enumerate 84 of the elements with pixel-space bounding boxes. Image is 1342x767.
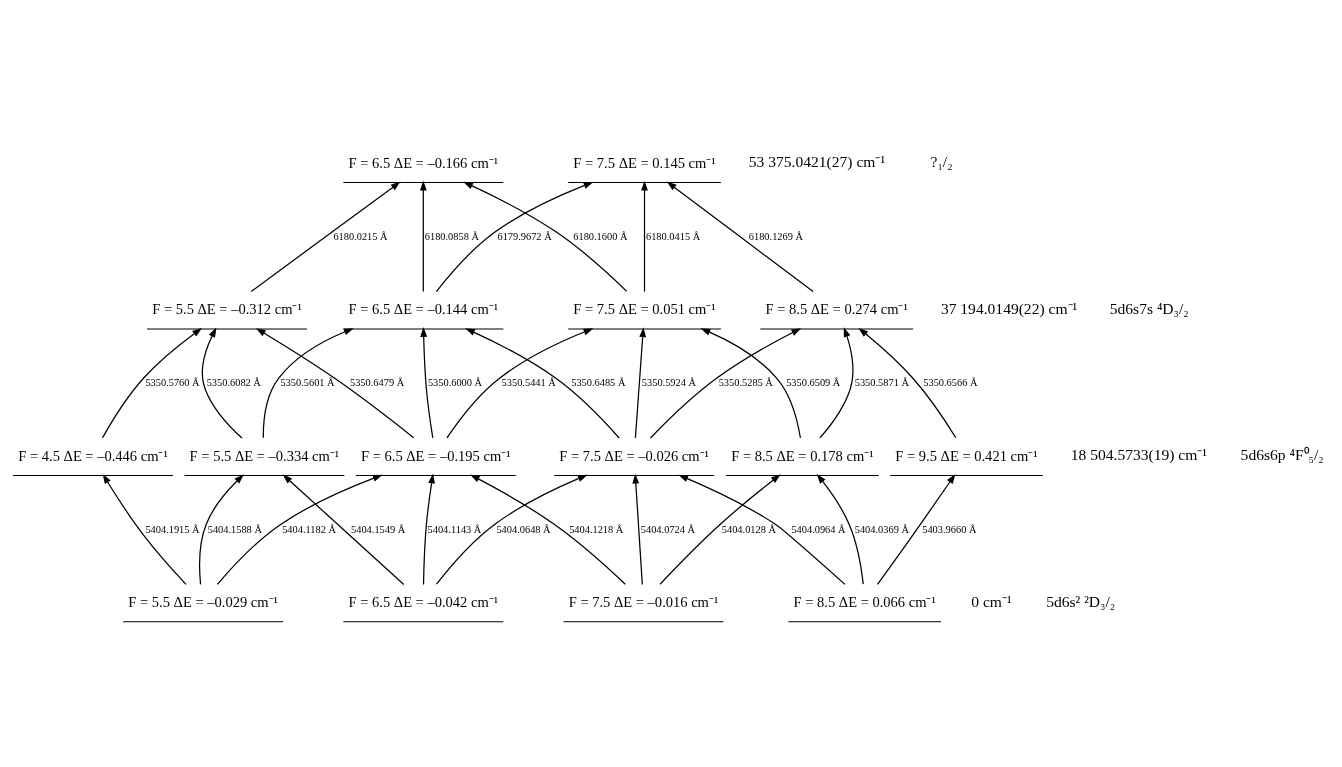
- edge-label: 6179.9672 Å: [497, 230, 552, 242]
- edge-label: 5350.6082 Å: [206, 377, 261, 389]
- arrow: [659, 474, 781, 585]
- node-text: F = 7.5 ΔE = 0.145 cm⁻¹: [573, 154, 716, 171]
- edge-label: 5404.1182 Å: [282, 523, 336, 535]
- arrow: [101, 328, 203, 439]
- arrow: [876, 473, 956, 586]
- arrow: [435, 474, 588, 585]
- node-text: F = 8.5 ΔE = 0.274 cm⁻¹: [765, 301, 908, 318]
- edge-label: 5404.0964 Å: [791, 523, 846, 535]
- node-text: F = 6.5 ΔE = –0.166 cm⁻¹: [348, 154, 499, 171]
- node-text: F = 7.5 ΔE = –0.026 cm⁻¹: [559, 447, 709, 464]
- node-text: F = 9.5 ΔE = 0.421 cm⁻¹: [895, 447, 1038, 464]
- arrow: [282, 474, 405, 586]
- arrow: [255, 328, 415, 439]
- node-text: F = 6.5 ΔE = –0.042 cm⁻¹: [348, 593, 499, 610]
- node-text: F = 7.5 ΔE = –0.016 cm⁻¹: [568, 593, 719, 610]
- edge-label: 5403.9660 Å: [922, 523, 977, 535]
- label: 0 cm⁻¹: [971, 592, 1012, 610]
- arrow: [816, 473, 864, 585]
- arrow: [199, 474, 244, 586]
- node-text: F = 8.5 ΔE = 0.066 cm⁻¹: [793, 593, 936, 610]
- label: 18 504.5733(19) cm⁻¹: [1070, 446, 1208, 464]
- arrow: [435, 181, 594, 293]
- label: 53 375.0421(27) cm⁻¹: [748, 153, 886, 171]
- arrow: [201, 327, 243, 439]
- arrow: [700, 328, 802, 439]
- edge-label: 5350.5924 Å: [641, 377, 697, 389]
- node-text: F = 4.5 ΔE = –0.446 cm⁻¹: [18, 447, 168, 464]
- edge-label: 5404.1549 Å: [351, 523, 406, 535]
- node-text: F = 8.5 ΔE = 0.178 cm⁻¹: [731, 447, 874, 464]
- edge-label: 5404.1915 Å: [145, 523, 200, 535]
- edge-label: 5404.0724 Å: [640, 523, 695, 535]
- edge-label: 5350.5760 Å: [145, 377, 200, 389]
- edge-label: 6180.0215 Å: [333, 230, 388, 242]
- edge-label: 5350.5871 Å: [854, 377, 909, 389]
- arrow: [422, 473, 435, 586]
- edge-label: 6180.0415 Å: [645, 230, 701, 242]
- arrow: [463, 181, 628, 292]
- edge-label: 5404.0369 Å: [854, 523, 909, 535]
- node-text: F = 5.5 ΔE = –0.312 cm⁻¹: [152, 301, 302, 318]
- arrow: [102, 474, 187, 586]
- edge-label: 6180.1269 Å: [748, 230, 803, 242]
- arrow: [819, 327, 854, 439]
- label: 37 194.0149(22) cm⁻¹: [940, 299, 1078, 317]
- node-text: F = 6.5 ΔE = –0.144 cm⁻¹: [348, 301, 499, 318]
- node-text: F = 6.5 ΔE = –0.195 cm⁻¹: [360, 447, 511, 464]
- arrow: [262, 328, 354, 439]
- edge-label: 5350.6485 Å: [571, 377, 626, 389]
- node-text: F = 5.5 ΔE = –0.029 cm⁻¹: [128, 593, 278, 610]
- edge-label: 5350.6000 Å: [427, 377, 483, 389]
- edge-label: 5350.5441 Å: [501, 377, 556, 389]
- edge-label: 5350.6509 Å: [786, 377, 841, 389]
- node-text: F = 5.5 ΔE = –0.334 cm⁻¹: [189, 447, 340, 464]
- label: 5d6s7s ⁴D₃/₂: [1109, 299, 1189, 317]
- edge-label: 5350.5601 Å: [280, 377, 335, 389]
- edge-label: 5404.0648 Å: [496, 523, 551, 535]
- label: ?₁/₂: [930, 153, 953, 171]
- arrow: [858, 328, 957, 439]
- arrow: [446, 328, 594, 439]
- edge-label: 6180.0858 Å: [424, 230, 479, 242]
- arrow: [632, 473, 643, 586]
- arrow: [649, 328, 802, 439]
- label: 5d6s6p ⁴F⁰₅/₂: [1240, 446, 1324, 464]
- arrow: [678, 474, 846, 586]
- edge-label: 5350.5285 Å: [718, 377, 773, 389]
- arrow: [641, 180, 648, 293]
- arrow: [465, 328, 620, 439]
- arrow: [419, 180, 427, 293]
- edge-label: 6180.1600 Å: [573, 230, 628, 242]
- arrow: [250, 181, 401, 293]
- node-text: F = 7.5 ΔE = 0.051 cm⁻¹: [573, 301, 716, 318]
- edge-label: 5404.1143 Å: [427, 523, 482, 535]
- label: 5d6s² ²D₃/₂: [1046, 592, 1116, 610]
- arrow: [634, 327, 647, 439]
- edge-label: 5404.0128 Å: [721, 523, 776, 535]
- arrow: [216, 474, 383, 585]
- edge-label: 5404.1588 Å: [207, 523, 262, 535]
- edge-label: 5350.6479 Å: [350, 377, 405, 389]
- arrow: [420, 327, 434, 439]
- arrow: [666, 181, 814, 293]
- edge-label: 5350.6566 Å: [923, 377, 978, 389]
- arrow: [469, 474, 626, 585]
- edge-label: 5404.1218 Å: [569, 523, 624, 535]
